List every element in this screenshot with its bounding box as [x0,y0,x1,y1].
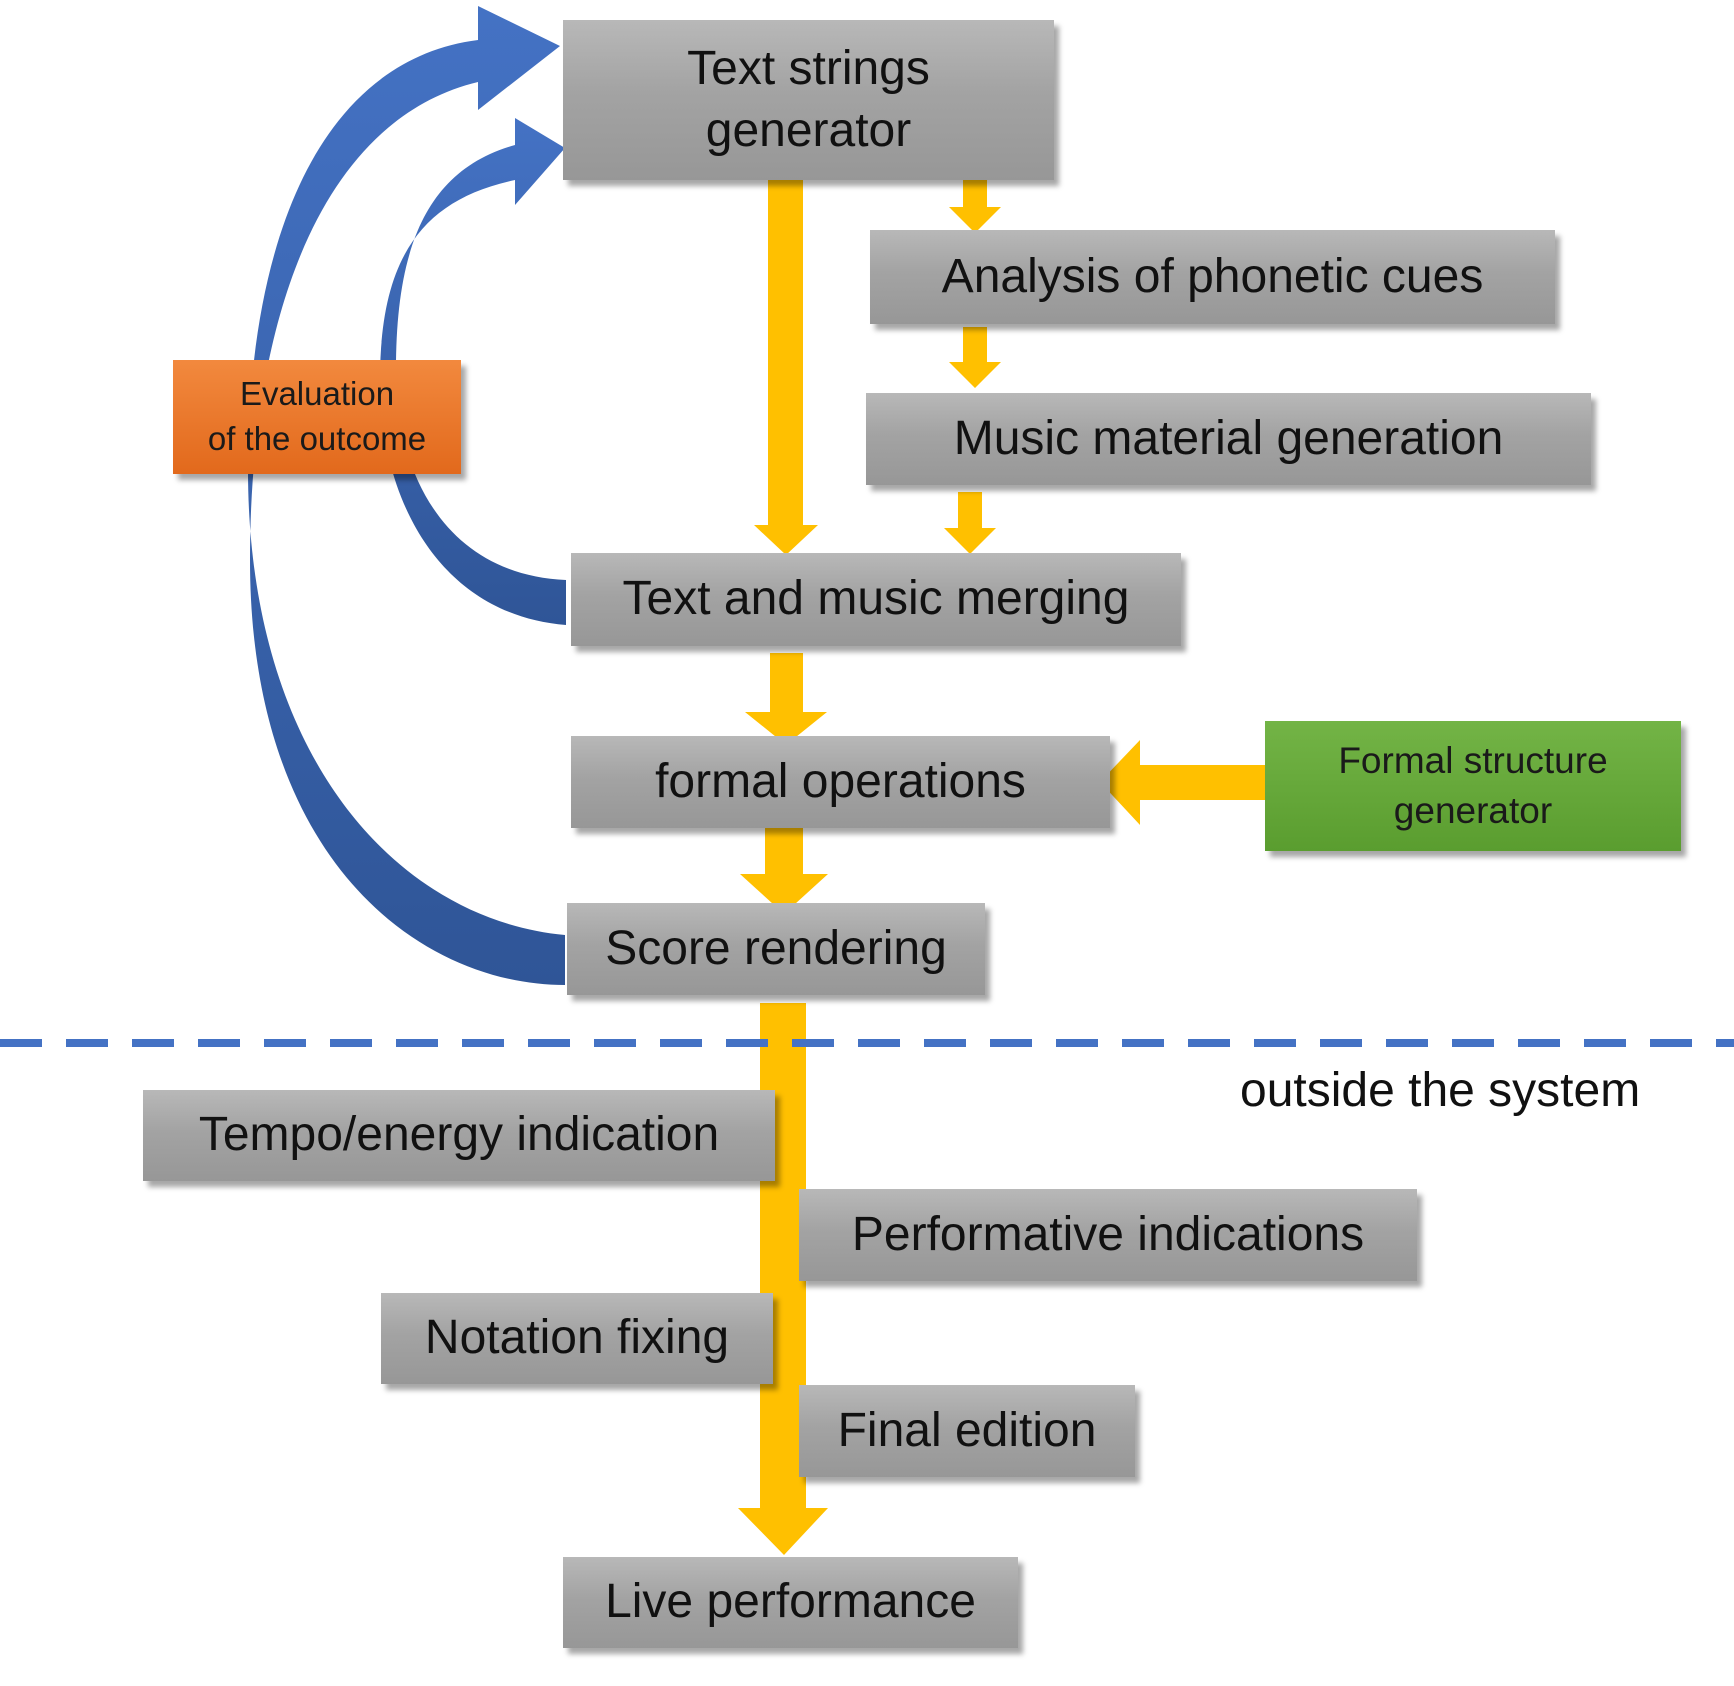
flow-arrow-generator-to-phonetic [949,173,1001,233]
flow-arrow-formal-to-score [740,822,828,914]
flow-arrow-phonetic-to-music [949,327,1001,388]
formal-structure-line1: Formal structure [1338,740,1608,782]
final-edition-box: Final edition [799,1385,1135,1477]
text-strings-generator-line1: Text strings [687,41,930,95]
tempo-energy-box: Tempo/energy indication [143,1090,775,1181]
text-strings-generator-line2: generator [705,104,912,157]
evaluation-box: Evaluation of the outcome [173,360,461,474]
formal-structure-line2: generator [1393,790,1553,831]
formal-operations-label: formal operations [655,754,1026,808]
score-rendering-box: Score rendering [567,903,985,995]
flow-arrow-generator-to-merging [754,178,818,555]
phonetic-analysis-label: Analysis of phonetic cues [941,249,1484,303]
phonetic-analysis-box: Analysis of phonetic cues [870,230,1555,324]
live-performance-label: Live performance [605,1575,976,1629]
flow-arrow-merging-to-formal [745,653,827,745]
formal-structure-generator-box: Formal structure generator [1265,721,1681,851]
performative-indications-box: Performative indications [799,1189,1417,1281]
performative-indications-label: Performative indications [851,1207,1365,1261]
notation-fixing-box: Notation fixing [381,1293,773,1384]
music-material-label: Music material generation [953,411,1504,465]
flow-arrow-structure-to-formal [1100,740,1265,825]
music-material-box: Music material generation [866,393,1591,485]
feedback-arrow-inner [380,118,566,625]
merging-label: Text and music merging [622,572,1130,626]
text-strings-generator-box: Text strings generator [563,20,1054,180]
notation-fixing-label: Notation fixing [424,1311,730,1365]
boundary-label: outside the system [1240,1064,1641,1117]
evaluation-line1: Evaluation [239,375,395,413]
evaluation-line2: of the outcome [207,420,427,457]
flow-arrow-music-to-merging [944,492,996,554]
formal-operations-box: formal operations [571,736,1110,828]
score-rendering-label: Score rendering [605,921,947,975]
live-performance-box: Live performance [563,1557,1018,1648]
final-edition-label: Final edition [837,1403,1097,1457]
tempo-energy-label: Tempo/energy indication [198,1108,720,1162]
merging-box: Text and music merging [571,553,1181,646]
